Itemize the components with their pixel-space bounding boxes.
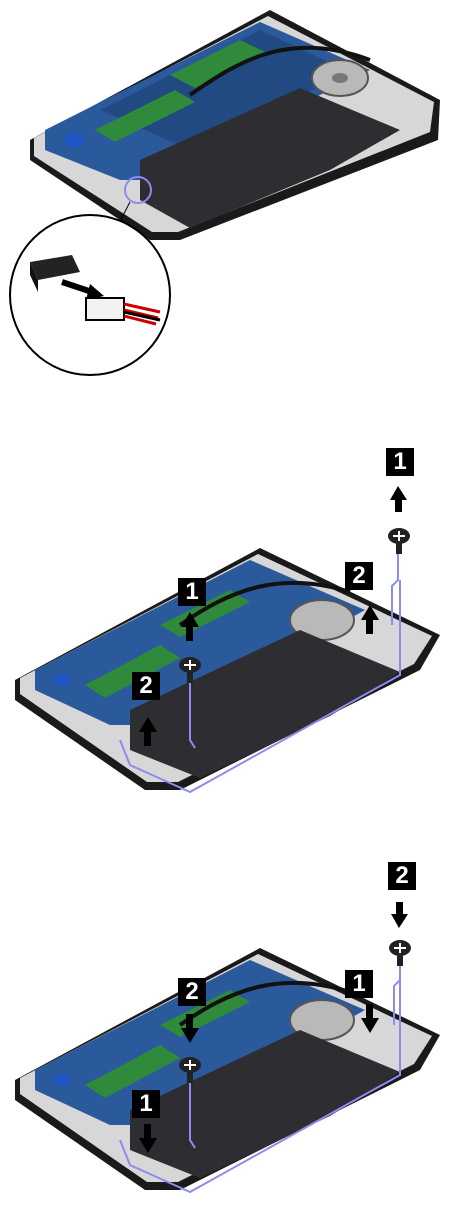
screw-right	[389, 940, 411, 966]
panel-remove-screws: 1 2 1 2	[0, 420, 449, 810]
screw-right	[388, 528, 410, 554]
arrow-up-screw-right	[390, 486, 407, 512]
step-badge-screw-right: 2	[388, 862, 416, 890]
coin-cell-battery	[65, 133, 85, 147]
step-badge-right-latch: 1	[345, 970, 373, 998]
step-badge-left-latch: 2	[132, 672, 160, 700]
board-socket	[86, 298, 124, 320]
fan-hub	[332, 73, 348, 83]
step-badge-right-latch: 2	[345, 562, 373, 590]
laptop-illustration-2	[0, 420, 449, 810]
coin-cell-battery	[53, 674, 71, 686]
step-badge-center-screw: 2	[178, 978, 206, 1006]
laptop-illustration-1	[0, 0, 449, 380]
arrow-down-screw-right	[391, 902, 408, 928]
panel-disconnect-connector	[0, 0, 449, 380]
step-badge-center-screw: 1	[178, 578, 206, 606]
panel-install-screws: 2 1 2 1	[0, 840, 449, 1208]
step-badge-left-latch: 1	[132, 1090, 160, 1118]
laptop-illustration-3	[0, 840, 449, 1208]
step-badge-screw-right: 1	[386, 448, 414, 476]
coin-cell-battery	[53, 1074, 71, 1086]
